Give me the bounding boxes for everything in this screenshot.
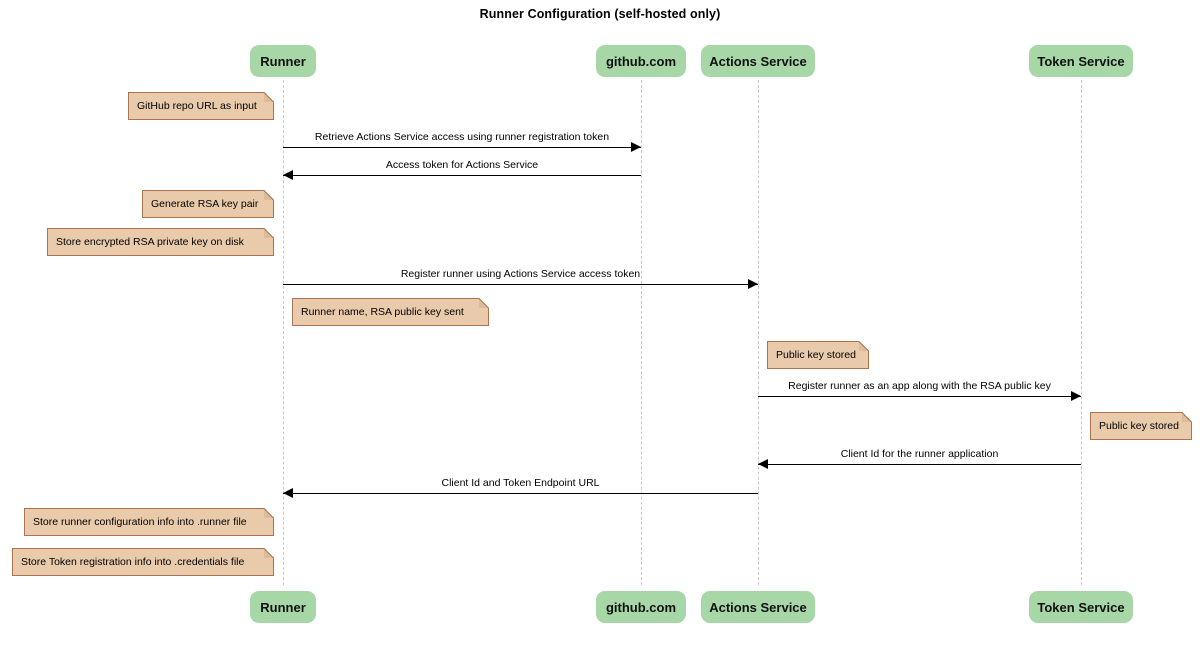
message-label: Register runner using Actions Service ac… xyxy=(400,268,641,280)
lifeline-token xyxy=(1081,80,1082,585)
arrow-head-left-icon xyxy=(283,488,293,498)
note-generate-rsa-key: Generate RSA key pair xyxy=(142,190,274,218)
participant-runner-top[interactable]: Runner xyxy=(250,45,316,77)
arrow-head-right-icon xyxy=(748,279,758,289)
arrow-head-right-icon xyxy=(1071,391,1081,401)
note-text: Store Token registration info into .cred… xyxy=(21,555,245,568)
lifeline-actions xyxy=(758,80,759,585)
page-title: Runner Configuration (self-hosted only) xyxy=(479,7,721,21)
note-text: GitHub repo URL as input xyxy=(137,99,257,112)
message-line xyxy=(283,147,641,148)
message-label: Client Id for the runner application xyxy=(840,448,999,460)
note-text: Public key stored xyxy=(776,348,856,361)
note-fold-corner-icon xyxy=(264,508,274,518)
message-client-id-and-token-endpoint[interactable]: Client Id and Token Endpoint URL xyxy=(283,477,758,504)
message-label: Retrieve Actions Service access using ru… xyxy=(314,131,610,143)
lifeline-github xyxy=(641,80,642,585)
note-text: Generate RSA key pair xyxy=(151,197,259,210)
note-text: Store encrypted RSA private key on disk xyxy=(56,235,244,248)
message-line xyxy=(758,464,1081,465)
note-github-repo-url: GitHub repo URL as input xyxy=(128,92,274,120)
message-label: Register runner as an app along with the… xyxy=(788,380,1051,392)
lifeline-runner xyxy=(283,80,284,585)
note-store-encrypted-key: Store encrypted RSA private key on disk xyxy=(47,228,274,256)
participant-github-top[interactable]: github.com xyxy=(596,45,686,77)
note-fold-corner-icon xyxy=(859,341,869,351)
note-text: Public key stored xyxy=(1099,419,1179,432)
note-fold-corner-icon xyxy=(479,298,489,308)
message-line xyxy=(283,175,641,176)
note-runner-name-pubkey: Runner name, RSA public key sent xyxy=(292,298,489,326)
message-label: Access token for Actions Service xyxy=(385,159,539,171)
message-retrieve-actions-access[interactable]: Retrieve Actions Service access using ru… xyxy=(283,131,641,158)
arrow-head-left-icon xyxy=(758,459,768,469)
note-text: Runner name, RSA public key sent xyxy=(301,305,464,318)
message-register-runner[interactable]: Register runner using Actions Service ac… xyxy=(283,268,758,295)
note-fold-corner-icon xyxy=(264,228,274,238)
note-store-token-registration: Store Token registration info into .cred… xyxy=(12,548,274,576)
message-client-id-for-runner-app[interactable]: Client Id for the runner application xyxy=(758,448,1081,475)
participant-token-bottom[interactable]: Token Service xyxy=(1029,591,1133,623)
message-line xyxy=(283,284,758,285)
arrow-head-right-icon xyxy=(631,142,641,152)
note-fold-corner-icon xyxy=(264,548,274,558)
participant-github-bottom[interactable]: github.com xyxy=(596,591,686,623)
message-label: Client Id and Token Endpoint URL xyxy=(441,477,600,489)
message-access-token-for-actions[interactable]: Access token for Actions Service xyxy=(283,159,641,186)
message-register-runner-as-app[interactable]: Register runner as an app along with the… xyxy=(758,380,1081,407)
note-fold-corner-icon xyxy=(264,92,274,102)
note-text: Store runner configuration info into .ru… xyxy=(33,515,247,528)
participant-actions-top[interactable]: Actions Service xyxy=(701,45,815,77)
participant-token-top[interactable]: Token Service xyxy=(1029,45,1133,77)
arrow-head-left-icon xyxy=(283,170,293,180)
participant-actions-bottom[interactable]: Actions Service xyxy=(701,591,815,623)
note-store-runner-config: Store runner configuration info into .ru… xyxy=(24,508,274,536)
note-fold-corner-icon xyxy=(264,190,274,200)
note-public-key-stored-actions: Public key stored xyxy=(767,341,869,369)
participant-runner-bottom[interactable]: Runner xyxy=(250,591,316,623)
note-public-key-stored-token: Public key stored xyxy=(1090,412,1192,440)
note-fold-corner-icon xyxy=(1182,412,1192,422)
message-line xyxy=(758,396,1081,397)
message-line xyxy=(283,493,758,494)
